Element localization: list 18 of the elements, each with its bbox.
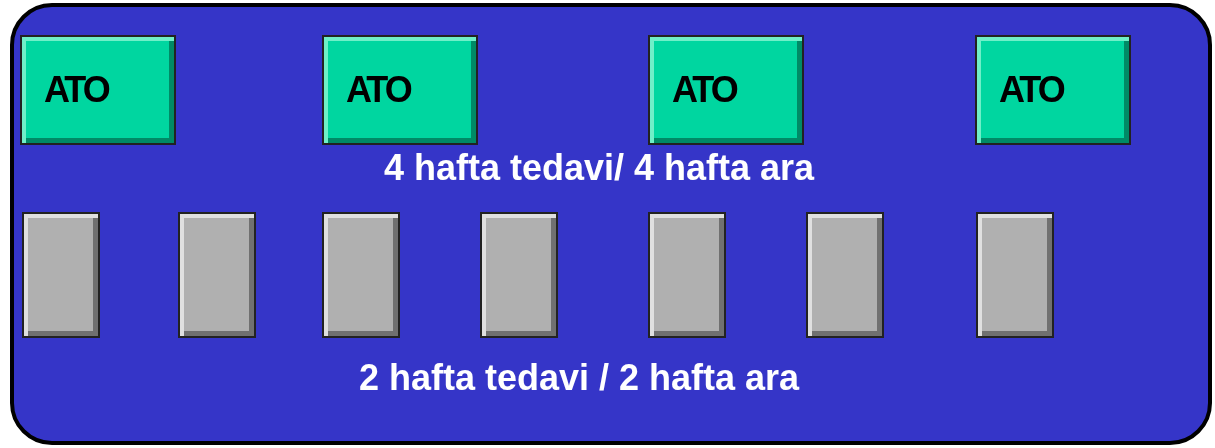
bevel-box [975, 35, 1131, 145]
bevel-box [648, 212, 726, 338]
box-label: ATO [44, 69, 108, 111]
schedule-text: 2 hafta tedavi / 2 hafta ara [358, 357, 800, 399]
box-label: ATO [346, 69, 410, 111]
schedule-text: 4 hafta tedavi/ 4 hafta ara [383, 147, 815, 189]
bevel-box [648, 35, 804, 145]
bevel-box [20, 35, 176, 145]
box-label: ATO [672, 69, 736, 111]
bevel-box [22, 212, 100, 338]
bevel-box [480, 212, 558, 338]
bevel-box [322, 212, 400, 338]
bevel-box [178, 212, 256, 338]
bevel-box [806, 212, 884, 338]
panel-background [10, 3, 1212, 445]
bevel-box [976, 212, 1054, 338]
bevel-box [322, 35, 478, 145]
box-label: ATO [999, 69, 1063, 111]
